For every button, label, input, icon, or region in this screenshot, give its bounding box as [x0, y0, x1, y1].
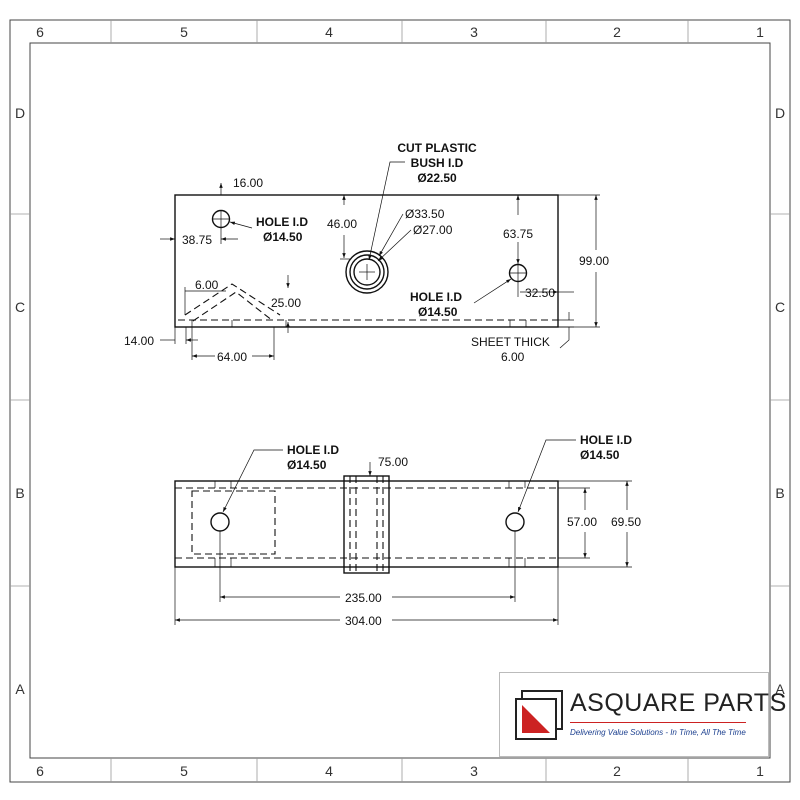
dim-235: 235.00 — [345, 591, 382, 605]
note-front-hole-left-1: HOLE I.D — [287, 443, 339, 457]
note-top-hole-right-1: HOLE I.D — [410, 290, 462, 304]
top-view-outline — [174, 194, 559, 328]
zone-col-5-top: 5 — [180, 24, 188, 40]
note-front-hole-left-2: Ø14.50 — [287, 458, 327, 472]
top-view-hidden-bend-inner — [192, 291, 274, 322]
front-hole-left — [210, 512, 230, 532]
zone-col-4-top: 4 — [325, 24, 333, 40]
note-front-hole-right-1: HOLE I.D — [580, 433, 632, 447]
note-sheet-thick-2: 6.00 — [501, 350, 525, 364]
top-hole-left — [211, 209, 231, 229]
drawing-frame: 6 5 4 3 2 1 6 5 4 3 2 1 D C B A D C B A — [9, 19, 791, 783]
zone-col-5-bottom: 5 — [180, 763, 188, 779]
dim-6-bend: 6.00 — [195, 278, 219, 292]
note-top-hole-left-2: Ø14.50 — [263, 230, 303, 244]
dim-69-50: 69.50 — [611, 515, 641, 529]
top-plastic-bush — [345, 250, 389, 294]
front-bush — [343, 475, 390, 574]
top-hole-right — [508, 263, 528, 283]
top-view: 16.00 38.75 HOLE I.D Ø14.50 46.00 CUT PL… — [124, 141, 609, 364]
zone-row-d-right: D — [775, 105, 785, 121]
dim-dia-33-50: Ø33.50 — [405, 207, 445, 221]
company-logo-block: ASQUARE PARTS Delivering Value Solutions… — [499, 672, 786, 757]
note-bush-3: Ø22.50 — [417, 171, 457, 185]
top-view-hidden-bend-outer — [184, 283, 281, 316]
dim-32-50: 32.50 — [525, 286, 555, 300]
dim-75: 75.00 — [378, 455, 408, 469]
note-top-hole-left-1: HOLE I.D — [256, 215, 308, 229]
front-view: HOLE I.D Ø14.50 HOLE I.D Ø14.50 75.00 57… — [174, 433, 641, 628]
dim-16: 16.00 — [233, 176, 263, 190]
dim-14: 14.00 — [124, 334, 154, 348]
zone-row-b-left: B — [15, 485, 24, 501]
zone-row-a-right: A — [775, 681, 785, 697]
note-front-hole-right-2: Ø14.50 — [580, 448, 620, 462]
zone-col-2-bottom: 2 — [613, 763, 621, 779]
company-rule — [570, 722, 746, 723]
note-bush-1: CUT PLASTIC — [397, 141, 477, 155]
zone-row-b-right: B — [775, 485, 784, 501]
note-bush-2: BUSH I.D — [411, 156, 464, 170]
dim-25: 25.00 — [271, 296, 301, 310]
zone-col-2-top: 2 — [613, 24, 621, 40]
zone-col-4-bottom: 4 — [325, 763, 333, 779]
zone-row-d-left: D — [15, 105, 25, 121]
dim-46: 46.00 — [327, 217, 357, 231]
front-view-hidden-pocket — [191, 490, 276, 555]
asquare-logo-icon — [515, 690, 563, 740]
zone-col-6-bottom: 6 — [36, 763, 44, 779]
company-tagline: Delivering Value Solutions - In Time, Al… — [570, 728, 746, 737]
dim-38-75: 38.75 — [182, 233, 212, 247]
zone-col-1-bottom: 1 — [756, 763, 764, 779]
zone-col-3-bottom: 3 — [470, 763, 478, 779]
zone-row-c-right: C — [775, 299, 785, 315]
zone-col-6-top: 6 — [36, 24, 44, 40]
dim-64: 64.00 — [217, 350, 247, 364]
zone-col-3-top: 3 — [470, 24, 478, 40]
dim-63-75: 63.75 — [503, 227, 533, 241]
zone-row-a-left: A — [15, 681, 25, 697]
zone-row-c-left: C — [15, 299, 25, 315]
note-top-hole-right-2: Ø14.50 — [418, 305, 458, 319]
dim-99: 99.00 — [579, 254, 609, 268]
dim-dia-27: Ø27.00 — [413, 223, 453, 237]
front-view-outline — [174, 480, 559, 568]
dim-57: 57.00 — [567, 515, 597, 529]
front-hole-right — [505, 512, 525, 532]
company-name: ASQUARE PARTS — [570, 689, 787, 717]
dim-304: 304.00 — [345, 614, 382, 628]
zone-col-1-top: 1 — [756, 24, 764, 40]
note-sheet-thick-1: SHEET THICK — [471, 335, 550, 349]
